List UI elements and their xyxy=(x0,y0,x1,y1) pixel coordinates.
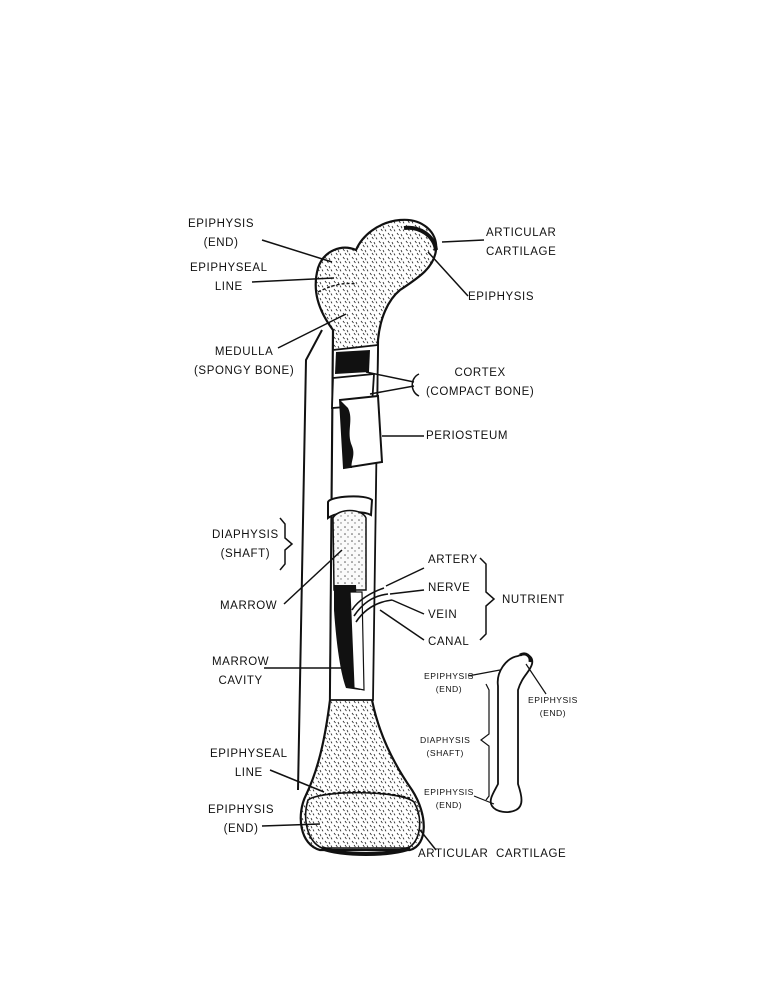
long-bone xyxy=(297,218,438,856)
epiphyseal-line-bottom xyxy=(317,791,411,799)
label-nutrient: NUTRIENT xyxy=(502,594,565,606)
small-label-epiphysis-bottom: EPIPHYSIS(END) xyxy=(424,787,474,810)
small-label-diaphysis: DIAPHYSIS(SHAFT) xyxy=(420,735,471,758)
small-bone xyxy=(467,652,547,813)
label-canal: CANAL xyxy=(428,636,470,648)
label-periosteum: PERIOSTEUM xyxy=(426,430,509,442)
small-label-epiphysis-right-top: EPIPHYSIS(END) xyxy=(528,695,578,718)
label-cortex: CORTEX(COMPACT BONE) xyxy=(426,367,535,398)
label-articular-cartilage-bottom: ARTICULAR CARTILAGE xyxy=(418,848,567,860)
label-artery: ARTERY xyxy=(428,554,478,566)
periosteum-flap xyxy=(338,394,384,470)
cortex-cut-top xyxy=(335,350,370,374)
small-bone-outline xyxy=(489,653,534,813)
marrow-region xyxy=(332,509,367,591)
small-label-epiphysis-left-top: EPIPHYSIS(END) xyxy=(424,671,474,694)
label-epiphysis-top-left: EPIPHYSIS(END) xyxy=(188,218,255,249)
cortex-outer-line xyxy=(297,329,323,791)
label-medulla: MEDULLA(SPONGY BONE) xyxy=(194,346,295,377)
epiphyseal-line-top xyxy=(317,282,357,293)
label-vein: VEIN xyxy=(428,609,458,621)
label-nerve: NERVE xyxy=(428,582,471,594)
label-diaphysis: DIAPHYSIS(SHAFT) xyxy=(212,529,279,560)
bottom-epiphysis xyxy=(304,791,421,849)
leader-lines xyxy=(251,239,496,851)
label-marrow: MARROW xyxy=(220,600,278,612)
articular-cartilage-bottom-shape xyxy=(321,846,411,856)
label-epiphysis-top-right: EPIPHYSIS xyxy=(468,291,535,303)
nutrient-vessels xyxy=(351,587,393,623)
articular-cartilage-top-shape xyxy=(403,225,438,251)
label-epiphysis-bottom: EPIPHYSIS(END) xyxy=(208,804,275,835)
